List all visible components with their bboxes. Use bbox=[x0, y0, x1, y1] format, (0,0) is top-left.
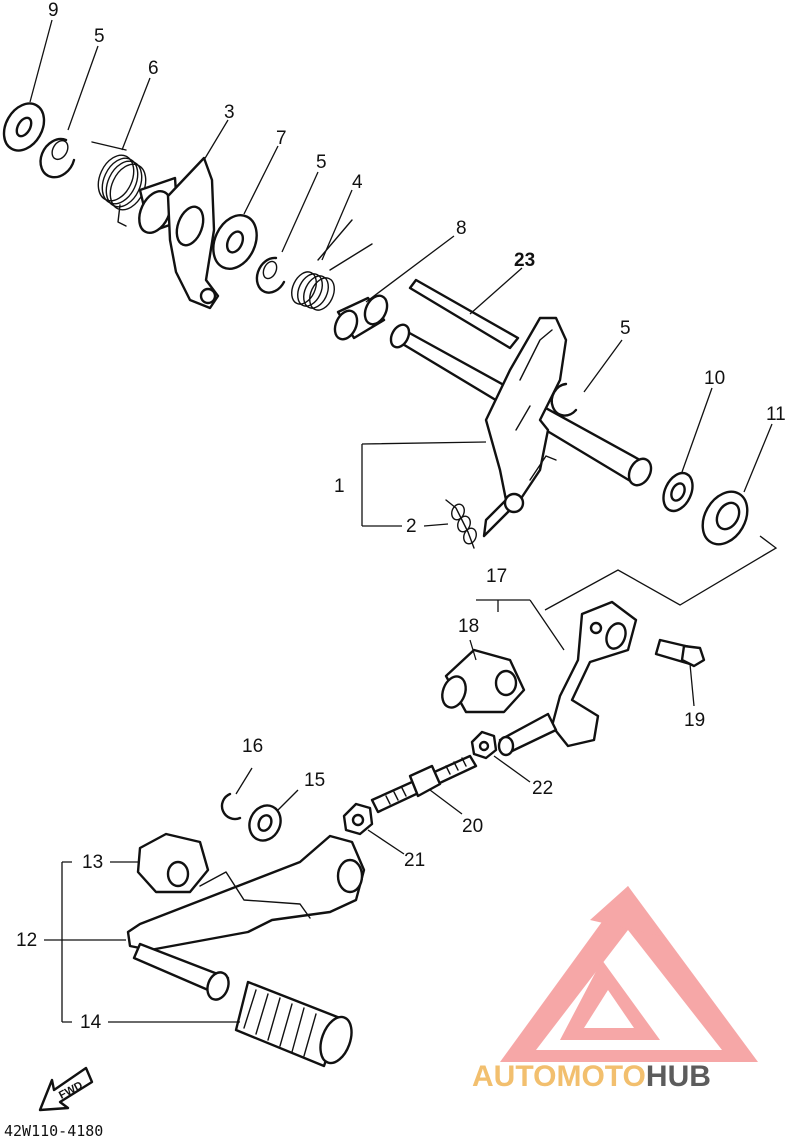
label-part-20: 20 bbox=[462, 816, 483, 837]
label-part-22: 22 bbox=[532, 778, 553, 799]
label-part-13: 13 bbox=[82, 852, 103, 873]
label-part-5a: 5 bbox=[94, 26, 105, 47]
oil-seal-part-11 bbox=[701, 490, 749, 546]
shift-arm-part-3 bbox=[138, 156, 220, 310]
washer-part-10 bbox=[662, 471, 694, 513]
rod-part-22-joint bbox=[497, 712, 558, 757]
watermark-text: AUTOMOTOHUB bbox=[472, 1060, 711, 1093]
label-part-3: 3 bbox=[224, 102, 235, 123]
label-part-5b: 5 bbox=[316, 152, 327, 173]
pedal-rubber-part-14 bbox=[234, 980, 353, 1068]
washer-part-7 bbox=[212, 214, 258, 270]
label-part-9: 9 bbox=[48, 0, 59, 21]
label-part-19: 19 bbox=[684, 710, 705, 731]
bolt-part-19 bbox=[654, 638, 706, 668]
label-part-2: 2 bbox=[406, 516, 417, 537]
joint-part-18 bbox=[441, 648, 526, 714]
leader-lines bbox=[29, 19, 773, 1023]
fwd-label: FWD bbox=[57, 1079, 85, 1101]
fwd-arrow-icon: FWD bbox=[38, 1066, 94, 1112]
label-part-8: 8 bbox=[456, 218, 467, 239]
label-part-14: 14 bbox=[80, 1012, 102, 1033]
spring-part-2 bbox=[445, 499, 477, 549]
label-part-11: 11 bbox=[766, 404, 786, 425]
torsion-spring-part-6 bbox=[91, 141, 147, 227]
shift-lever-part-17 bbox=[550, 600, 638, 748]
circlip-part-16 bbox=[220, 792, 242, 821]
circlip-part-5-right bbox=[550, 382, 578, 417]
label-part-4: 4 bbox=[352, 172, 363, 193]
shift-shaft-part-1 bbox=[389, 316, 653, 538]
label-part-23: 23 bbox=[514, 250, 535, 271]
label-part-21: 21 bbox=[404, 850, 425, 871]
label-part-17: 17 bbox=[486, 566, 507, 587]
shift-pedal-part-12 bbox=[126, 834, 366, 1001]
spring-part-4 bbox=[291, 219, 373, 311]
label-part-7: 7 bbox=[276, 128, 287, 149]
pin-part-23 bbox=[408, 278, 520, 350]
collar-part-8 bbox=[333, 294, 389, 341]
label-part-16: 16 bbox=[242, 736, 263, 757]
assembly-bracket-line bbox=[544, 535, 778, 611]
watermark-text-part2: HUB bbox=[646, 1060, 711, 1093]
svg-text:AUTOMOTOHUB: AUTOMOTOHUB bbox=[472, 1060, 711, 1093]
part-labels: 9 5 6 3 7 5 4 8 23 5 10 11 1 2 17 18 19 … bbox=[16, 0, 786, 1033]
circlip-part-5-top bbox=[39, 137, 76, 179]
label-part-18: 18 bbox=[458, 616, 479, 637]
nut-part-21 bbox=[342, 802, 374, 836]
adjuster-rod-part-20 bbox=[370, 754, 478, 814]
catalog-code: 42W110-4180 bbox=[4, 1122, 103, 1140]
label-part-5c: 5 bbox=[620, 318, 631, 339]
washer-part-9 bbox=[2, 102, 46, 152]
label-part-10: 10 bbox=[704, 368, 725, 389]
nut-part-22 bbox=[470, 730, 498, 760]
circlip-part-5-mid bbox=[255, 256, 286, 294]
label-part-6: 6 bbox=[148, 58, 159, 79]
joint-part-13 bbox=[136, 832, 210, 894]
watermark-logo-icon bbox=[500, 886, 758, 1062]
label-part-12: 12 bbox=[16, 930, 37, 951]
label-part-1: 1 bbox=[334, 476, 345, 497]
washer-part-15 bbox=[248, 804, 282, 842]
label-part-15: 15 bbox=[304, 770, 325, 791]
watermark-text-part1: AUTOMOTO bbox=[472, 1060, 646, 1093]
